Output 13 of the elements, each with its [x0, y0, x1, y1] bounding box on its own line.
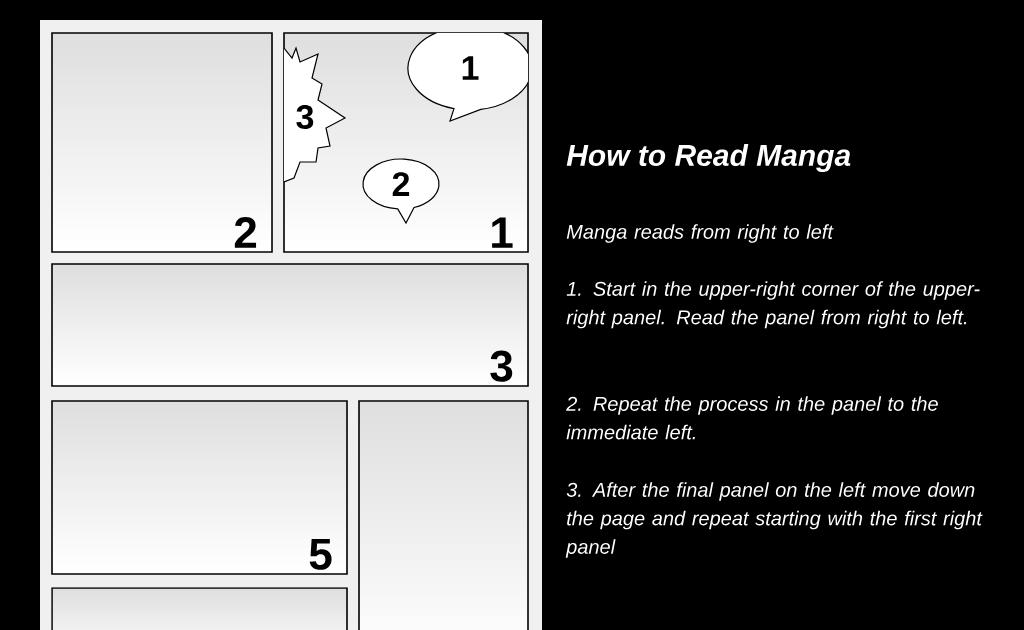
title: How to Read Manga	[566, 144, 851, 172]
comic-panel: 5	[51, 400, 348, 575]
comic-panel: 2	[51, 32, 273, 253]
instruction-text: 1. Start in the upper-right corner of the upper-right panel. Read the panel from right to left.	[566, 281, 980, 329]
speech-bubble: 1	[407, 33, 528, 122]
instruction-text: Manga reads from right to left	[566, 224, 834, 243]
speech-bubble: 2	[362, 158, 440, 224]
instruction-text: 3. After the final panel on the left move down the page and repeat starting with the first right panel	[565, 482, 983, 558]
burst-bubble: 3	[284, 46, 347, 183]
instruction-text: 2. Repeat the process in the panel to the immediate left.	[566, 396, 938, 440]
comic-panel: 3	[51, 263, 529, 387]
comic-panel	[51, 587, 348, 630]
comic-panel	[358, 400, 529, 630]
